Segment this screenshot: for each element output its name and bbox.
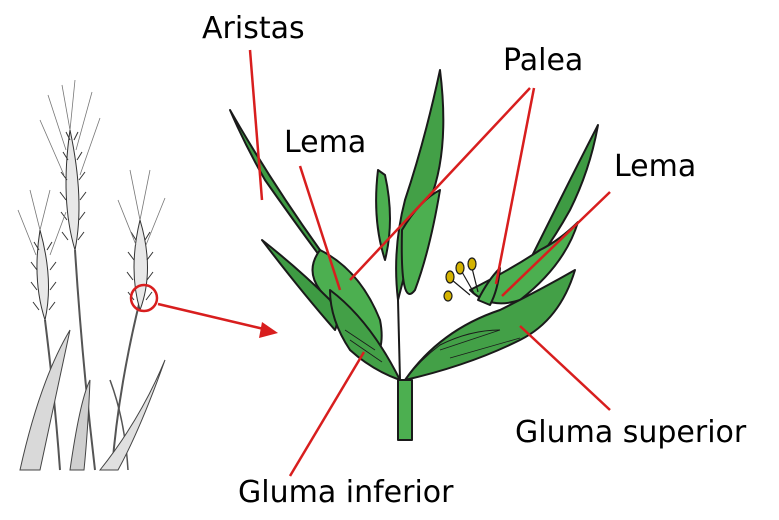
leader-aristas <box>250 50 262 200</box>
wheat-ears-sketch <box>18 80 165 470</box>
label-gluma-superior: Gluma superior <box>515 418 746 448</box>
label-aristas: Aristas <box>202 14 305 44</box>
leader-gluma-inferior <box>290 352 364 476</box>
arrow-right-icon <box>158 304 278 338</box>
label-lema-left: Lema <box>284 128 366 158</box>
label-palea: Palea <box>503 46 583 76</box>
stamens <box>444 258 478 301</box>
wheat-ear-center <box>40 80 100 250</box>
label-lema-right: Lema <box>614 152 696 182</box>
leader-gluma-superior <box>520 326 610 410</box>
label-gluma-inferior: Gluma inferior <box>238 478 453 508</box>
wheat-ear-left <box>18 190 66 320</box>
wheat-ear-right <box>118 170 165 310</box>
